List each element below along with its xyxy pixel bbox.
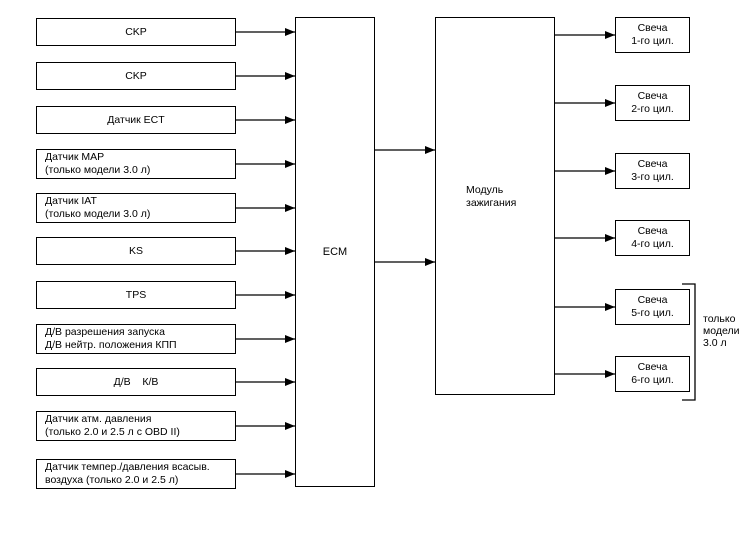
spark-plug-label: Свеча	[637, 22, 668, 34]
bracket-note-line1: только	[703, 313, 736, 325]
bracket-note-line3: 3.0 л	[703, 337, 727, 349]
spark-plug-box-6: Свеча 6-го цил.	[615, 356, 690, 392]
input-box-iat: Датчик IAT (только модели 3.0 л)	[36, 193, 236, 223]
input-label: Датчик атм. давления	[45, 413, 152, 425]
input-box-start-neutral-switch: Д/В разрешения запуска Д/В нейтр. положе…	[36, 324, 236, 354]
spark-plug-label: Свеча	[637, 294, 668, 306]
input-label: (только модели 3.0 л)	[45, 164, 151, 176]
input-label: Д/В нейтр. положения КПП	[45, 339, 177, 351]
spark-plug-label: 5-го цил.	[631, 307, 674, 319]
input-box-ac-switch: Д/В К/В	[36, 368, 236, 396]
spark-plug-label: Свеча	[637, 158, 668, 170]
spark-plug-box-1: Свеча 1-го цил.	[615, 17, 690, 53]
spark-plug-box-2: Свеча 2-го цил.	[615, 85, 690, 121]
input-box-intake-air-sensor: Датчик темпер./давления всасыв. воздуха …	[36, 459, 236, 489]
input-label: CKP	[125, 69, 147, 82]
ecm-label: ECM	[322, 245, 348, 258]
input-label: CKP	[125, 25, 147, 38]
input-label: KS	[128, 244, 143, 257]
input-box-map: Датчик MAP (только модели 3.0 л)	[36, 149, 236, 179]
input-box-ect: Датчик ECT	[36, 106, 236, 134]
input-label: воздуха (только 2.0 и 2.5 л)	[45, 474, 179, 486]
ignition-module-label-line1: Модуль	[466, 184, 504, 196]
input-label: Д/В К/В	[113, 375, 159, 388]
input-label: Датчик ECT	[107, 113, 165, 126]
input-label: Датчик IAT	[45, 195, 97, 207]
spark-plug-label: 4-го цил.	[631, 238, 674, 250]
input-box-ckp-1: CKP	[36, 18, 236, 46]
bracket-note-line2: модели	[703, 325, 740, 337]
spark-plug-label: 6-го цил.	[631, 374, 674, 386]
input-box-tps: TPS	[36, 281, 236, 309]
spark-plug-label: 1-го цил.	[631, 35, 674, 47]
input-box-ks: KS	[36, 237, 236, 265]
input-label: (только 2.0 и 2.5 л с OBD II)	[45, 426, 180, 438]
bracket-3-0-models	[682, 283, 696, 401]
ignition-module-box: Модуль зажигания	[435, 17, 555, 395]
input-label: TPS	[125, 288, 147, 301]
input-label: Датчик темпер./давления всасыв.	[45, 461, 210, 473]
input-box-ckp-2: CKP	[36, 62, 236, 90]
input-label: Датчик MAP	[45, 151, 105, 163]
spark-plug-label: 3-го цил.	[631, 171, 674, 183]
input-box-baro: Датчик атм. давления (только 2.0 и 2.5 л…	[36, 411, 236, 441]
spark-plug-box-4: Свеча 4-го цил.	[615, 220, 690, 256]
input-label: Д/В разрешения запуска	[45, 326, 165, 338]
spark-plug-label: Свеча	[637, 225, 668, 237]
spark-plug-label: 2-го цил.	[631, 103, 674, 115]
spark-plug-label: Свеча	[637, 90, 668, 102]
ignition-module-label-line2: зажигания	[466, 197, 517, 209]
input-label: (только модели 3.0 л)	[45, 208, 151, 220]
bracket-note: только модели 3.0 л	[703, 313, 739, 349]
spark-plug-label: Свеча	[637, 361, 668, 373]
spark-plug-box-5: Свеча 5-го цил.	[615, 289, 690, 325]
spark-plug-box-3: Свеча 3-го цил.	[615, 153, 690, 189]
ecm-box: ECM	[295, 17, 375, 487]
